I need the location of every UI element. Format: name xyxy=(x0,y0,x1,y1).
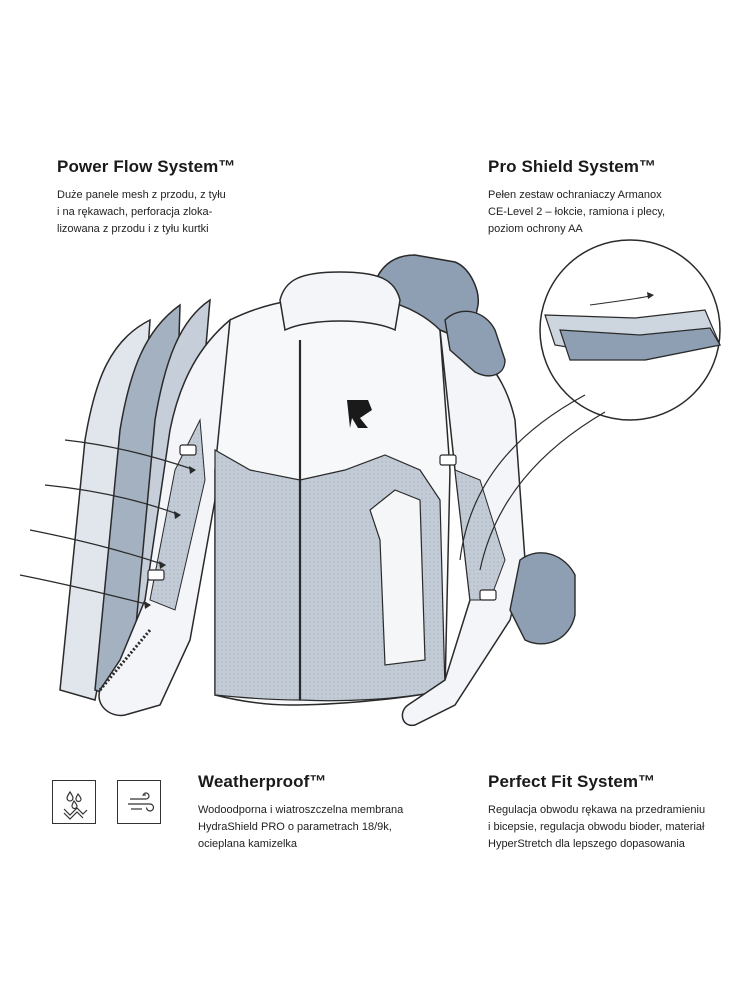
feature-perfect-fit: Perfect Fit System™ Regulacja obwodu ręk… xyxy=(488,772,738,853)
brand-logo xyxy=(347,400,372,428)
airflow-arrows xyxy=(19,439,196,606)
feature-description: Wodoodporna i wiatroszczelna membrana Hy… xyxy=(198,804,404,850)
collar xyxy=(279,271,401,332)
magnify-arrow xyxy=(589,295,651,306)
airflow-arrow-heads xyxy=(144,466,196,609)
strap-adjusters xyxy=(147,444,497,601)
feature-description: Regulacja obwodu rękawa na przedramieniu… xyxy=(488,804,706,850)
right-sleeve-mesh xyxy=(454,469,506,601)
feature-title: Perfect Fit System™ xyxy=(488,772,656,791)
feature-description: Duże panele mesh z przodu, z tyłu i na r… xyxy=(57,189,226,235)
waterproof-icon xyxy=(52,780,96,824)
magnify-layer-blue xyxy=(559,327,721,361)
feature-title: Pro Shield System™ xyxy=(488,157,657,176)
left-sleeve xyxy=(98,318,231,717)
elbow-protector xyxy=(509,552,576,645)
side-panel-right xyxy=(369,489,426,666)
feature-description: Pełen zestaw ochraniaczy Armanox CE-Leve… xyxy=(488,189,666,235)
magnify-arrow-head xyxy=(647,292,654,299)
left-cuff-zipper xyxy=(98,629,152,691)
feature-title: Power Flow System™ xyxy=(57,157,236,176)
feature-pro-shield: Pro Shield System™ Pełen zestaw ochrania… xyxy=(488,157,728,238)
feature-power-flow: Power Flow System™ Duże panele mesh z pr… xyxy=(57,157,317,238)
windproof-icon xyxy=(117,780,161,824)
shoulder-protector xyxy=(444,310,506,377)
magnify-connector xyxy=(459,394,606,571)
feature-weatherproof: Weatherproof™ Wodoodporna i wiatroszczel… xyxy=(198,772,458,853)
feature-title: Weatherproof™ xyxy=(198,772,327,791)
front-mesh-left xyxy=(214,448,301,701)
front-mesh-right xyxy=(299,454,446,702)
